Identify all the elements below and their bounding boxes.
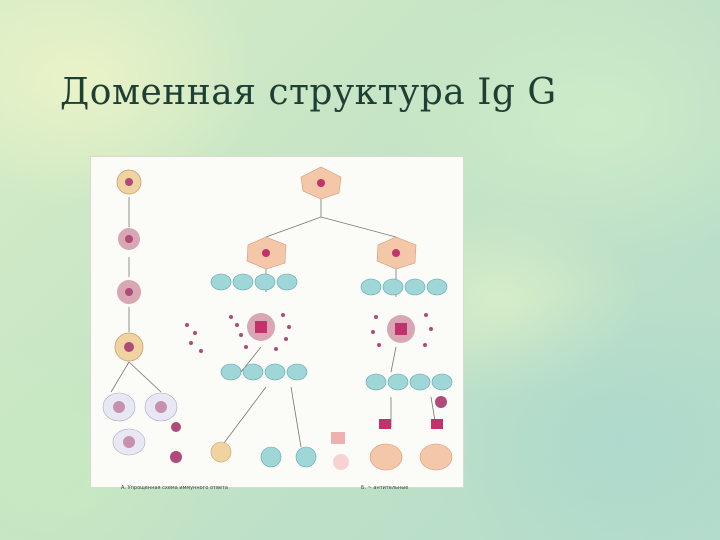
diagram-canvas xyxy=(102,166,453,471)
activated-cells xyxy=(247,313,415,343)
diagram-arrows xyxy=(110,195,437,448)
effector-cells xyxy=(210,396,453,471)
cytokine-dots xyxy=(185,313,433,353)
caption-left: А. Упрощенная схема иммунного ответа xyxy=(121,485,228,491)
left-cell-chain xyxy=(102,169,182,463)
t-cell-row xyxy=(210,273,453,391)
caption-right: Б. ~ антительные xyxy=(361,485,409,491)
slide-title: Доменная структура Ig G xyxy=(60,72,557,113)
immune-response-diagram: А. Упрощенная схема иммунного ответа Б. … xyxy=(90,156,464,491)
antigen-presenting-cells xyxy=(246,166,417,270)
